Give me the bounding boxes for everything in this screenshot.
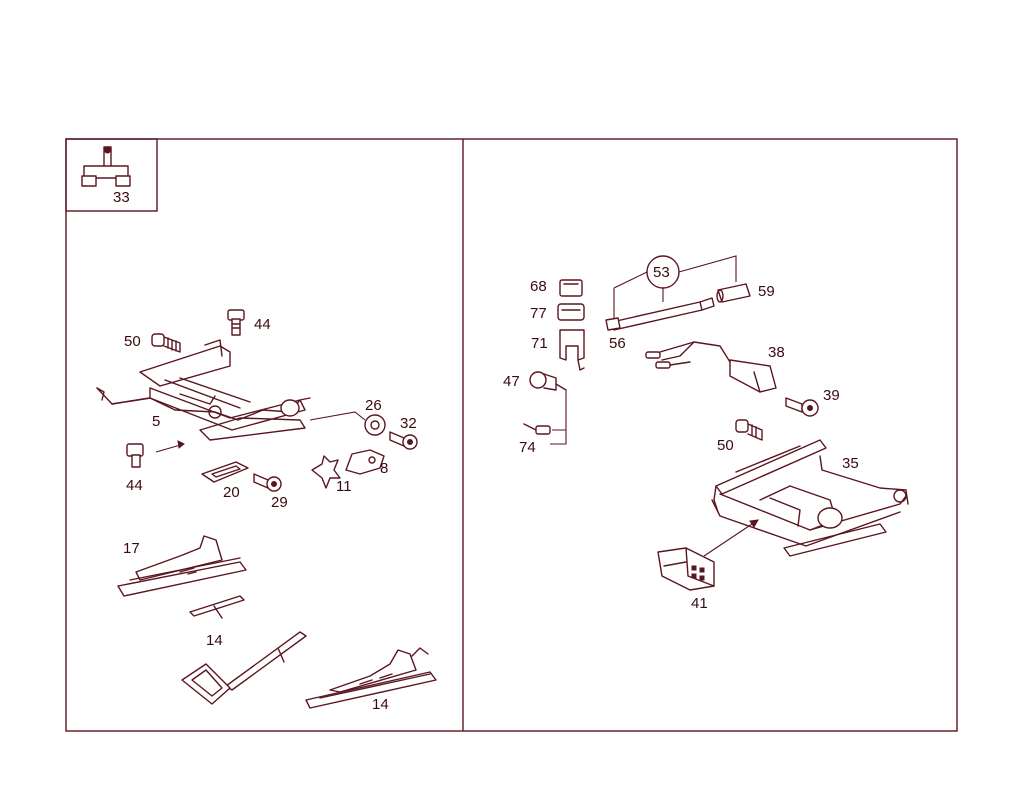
part-33-fitting[interactable] <box>81 146 131 187</box>
callout-59: 59 <box>758 283 775 300</box>
callout-41: 41 <box>691 595 708 612</box>
callout-47: 47 <box>503 373 520 390</box>
callout-39: 39 <box>823 387 840 404</box>
callout-77: 77 <box>530 305 547 322</box>
part-41-control-unit[interactable] <box>657 547 715 591</box>
part-23-bezel[interactable] <box>201 461 249 483</box>
callout-56: 56 <box>609 335 626 352</box>
callout-8: 8 <box>380 460 388 477</box>
part-26-bushing[interactable] <box>364 414 386 436</box>
callout-17: 17 <box>123 540 140 557</box>
callout-5: 5 <box>152 413 160 430</box>
callout-26: 26 <box>365 397 382 414</box>
part-14-seat-rail[interactable] <box>305 647 437 709</box>
part-17-seat-rail[interactable] <box>117 535 247 597</box>
part-20-crossbar[interactable] <box>181 595 307 705</box>
callout-20: 14 <box>206 632 223 649</box>
part-44-bolt-top[interactable] <box>227 309 245 336</box>
callout-44-top: 44 <box>254 316 271 333</box>
arrow-head <box>177 440 185 449</box>
callout-29: 29 <box>271 494 288 511</box>
callout-50-left: 50 <box>124 333 141 350</box>
callout-68: 68 <box>530 278 547 295</box>
part-5-seat-frame[interactable] <box>96 339 311 441</box>
part-74-pin[interactable] <box>523 423 551 435</box>
part-11-knob[interactable] <box>311 455 341 489</box>
part-50-bolt[interactable] <box>151 333 181 353</box>
callout-38: 38 <box>768 344 785 361</box>
part-68-cap[interactable] <box>559 279 583 297</box>
part-77-clip[interactable] <box>557 303 585 321</box>
arrow-head-41 <box>749 519 759 528</box>
callout-14: 14 <box>372 696 389 713</box>
callout-11: 11 <box>336 478 352 495</box>
leader-26 <box>309 411 366 421</box>
leader-41 <box>703 519 759 557</box>
callout-50-right: 50 <box>717 437 734 454</box>
part-47-switch[interactable] <box>529 371 567 391</box>
callout-23: 20 <box>223 484 240 501</box>
callout-44-lower: 44 <box>126 477 143 494</box>
callout-32: 32 <box>400 415 417 432</box>
part-38-motor[interactable] <box>645 341 777 393</box>
part-8-cover[interactable] <box>345 449 385 475</box>
part-44-bolt-lower[interactable] <box>126 443 144 468</box>
leader-switch-group <box>550 390 567 445</box>
part-32-screw[interactable] <box>389 431 418 450</box>
callout-53: 53 <box>653 264 670 281</box>
part-29-screw[interactable] <box>253 473 282 492</box>
callout-71: 71 <box>531 335 548 352</box>
part-35-seat-frame[interactable] <box>711 439 909 557</box>
inset-box <box>65 138 158 212</box>
callout-33: 33 <box>113 189 130 206</box>
diagram-outer-frame <box>65 138 958 732</box>
leader-53-right <box>678 255 737 282</box>
callout-74: 74 <box>519 439 536 456</box>
part-50-bolt-right[interactable] <box>735 419 763 441</box>
part-59-sleeve[interactable] <box>716 283 751 303</box>
part-39-screw[interactable] <box>785 397 819 417</box>
callout-35: 35 <box>842 455 859 472</box>
leader-53-left <box>613 271 648 318</box>
part-56-drive-shaft[interactable] <box>605 297 715 331</box>
part-71-fork[interactable] <box>559 329 585 371</box>
